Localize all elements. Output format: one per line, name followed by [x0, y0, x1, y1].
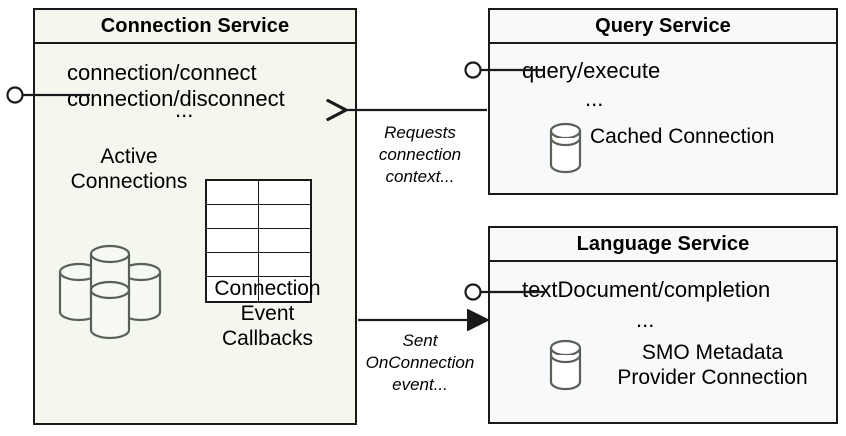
edge-label-line2: connection [378, 145, 462, 165]
table-cell [258, 253, 310, 277]
edge-label-line1: Requests [384, 123, 456, 142]
callbacks-label-line2: Event [240, 302, 295, 326]
connection-service-ellipsis: ... [175, 97, 194, 122]
operation-query-execute: query/execute [522, 58, 661, 83]
table-cell [207, 277, 259, 301]
query-service-ellipsis: ... [585, 86, 604, 111]
table-cell [207, 229, 259, 253]
edge-label-sent-onconnection-event: Sent OnConnection event... [356, 330, 484, 396]
table-cell [258, 229, 310, 253]
smo-metadata-provider-connection-label: SMO Metadata Provider Connection [600, 340, 825, 390]
connection-service-operations: connection/connect connection/disconnect [67, 60, 285, 112]
table-cell [207, 181, 259, 205]
edge-label-requests-connection-context: Requests connection context... [356, 122, 484, 188]
operation-connection-disconnect: connection/disconnect [67, 85, 285, 111]
language-service-title: Language Service [490, 228, 836, 262]
active-connections-label: Active Connections [49, 144, 209, 194]
component-connection-service[interactable]: Connection Service connection/connect co… [33, 8, 357, 425]
grid-table-icon [205, 179, 312, 303]
active-connections-label-line2: Connections [70, 170, 188, 194]
connection-service-title: Connection Service [35, 10, 355, 44]
language-service-ellipsis: ... [636, 307, 655, 332]
query-service-title: Query Service [490, 10, 836, 44]
smo-label-line2: Provider Connection [617, 366, 808, 390]
component-language-service[interactable]: Language Service textDocument/completion… [488, 226, 838, 424]
language-service-body: textDocument/completion ... SMO Metadata… [490, 262, 836, 422]
edge-label-line3: event... [392, 375, 448, 395]
edge-label-line3: context... [385, 167, 455, 187]
connection-service-body: connection/connect connection/disconnect… [35, 44, 355, 423]
active-connections-label-line1: Active [100, 145, 158, 168]
cached-connection-label: Cached Connection [590, 125, 775, 148]
edge-label-line2: OnConnection [365, 353, 475, 373]
table-cell [207, 205, 259, 229]
table-cell [207, 253, 259, 277]
operation-textdocument-completion: textDocument/completion [522, 277, 771, 302]
table-cell [258, 181, 310, 205]
smo-label-line1: SMO Metadata [641, 341, 784, 364]
connection-event-callbacks-label: Connection Event Callbacks [185, 276, 350, 352]
component-query-service[interactable]: Query Service query/execute ... Cached C… [488, 8, 838, 195]
callbacks-label-line1: Connection [214, 277, 321, 300]
operation-connection-connect: connection/connect [67, 60, 257, 85]
callbacks-label-line3: Callbacks [221, 327, 314, 351]
table-cell [258, 205, 310, 229]
edge-label-line1: Sent [402, 331, 438, 350]
query-service-body: query/execute ... Cached Connection [490, 44, 836, 193]
